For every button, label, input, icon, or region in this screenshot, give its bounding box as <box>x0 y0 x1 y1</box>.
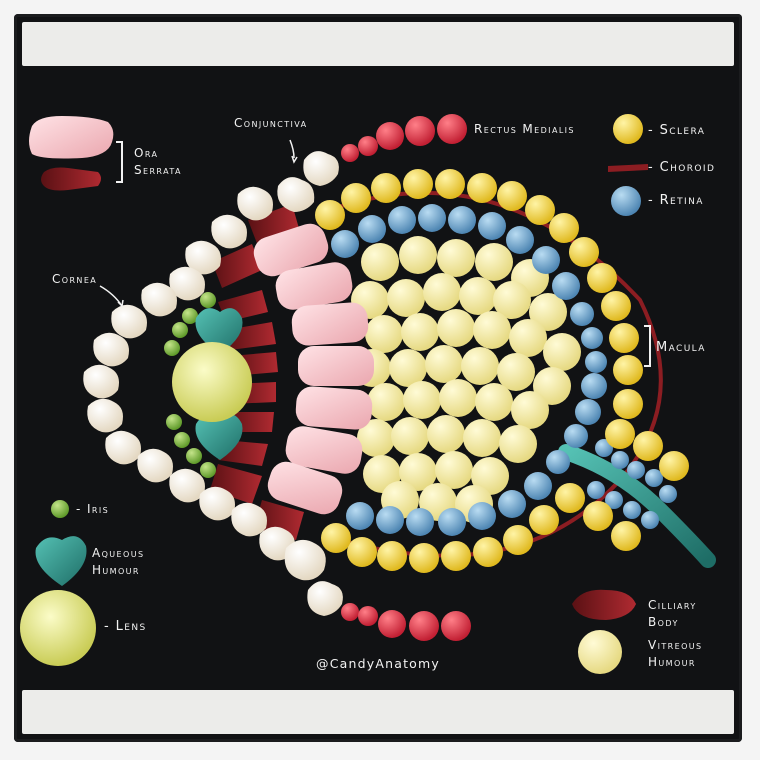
sclera-group <box>315 169 689 573</box>
ora-serrata-label-line2: Serrata <box>134 163 182 177</box>
ciliary-body-label-line2: Body <box>648 615 679 629</box>
ciliary-body-label-line1: Cilliary <box>648 598 697 612</box>
iris-label: - Iris <box>76 502 110 516</box>
conjunctiva-arrow <box>289 139 295 159</box>
choroid-legend-candy <box>608 164 648 172</box>
iris-group <box>164 292 216 478</box>
rectus-medialis-label: Rectus Medialis <box>474 122 575 136</box>
sclera-legend-candy <box>613 114 643 144</box>
vitreous-humour-label-line1: Vitreous <box>648 638 703 652</box>
conjunctiva-arrow-head <box>291 155 298 164</box>
ora-serrata-label-line1: Ora <box>134 146 159 160</box>
rectus-medialis-top <box>341 114 467 162</box>
choroid-label: - Choroid <box>648 160 716 175</box>
cornea-group <box>83 151 343 616</box>
retina-group <box>331 204 677 536</box>
aqueous-label-line1: Aqueous <box>92 546 145 560</box>
lens-legend-candy <box>20 590 96 666</box>
lens-label: - Lens <box>104 619 147 634</box>
ora-serrata-bracket <box>116 141 123 183</box>
pink-marshmallows-group <box>253 223 374 515</box>
sclera-label: - Sclera <box>648 123 706 138</box>
cornea-arrow-head <box>117 299 124 308</box>
lens-candy <box>172 342 252 422</box>
macula-bracket <box>644 325 651 367</box>
bottom-white-strip <box>22 690 734 734</box>
vitreous-humour-group <box>351 236 581 523</box>
vitreous-legend-candy <box>578 630 622 674</box>
top-white-strip <box>22 22 734 66</box>
conjunctiva-label: Conjunctiva <box>234 116 308 130</box>
retina-legend-candy <box>611 186 641 216</box>
optic-nerve-candy <box>558 444 716 568</box>
aqueous-heart-bottom <box>195 414 243 460</box>
macula-label: Macula <box>656 340 706 355</box>
iris-legend-candy <box>51 500 69 518</box>
retina-label: - Retina <box>648 193 704 208</box>
aqueous-label-line2: Humour <box>92 563 140 577</box>
rectus-medialis-bottom <box>341 603 471 641</box>
ciliary-body-legend-candy <box>572 589 636 620</box>
ora-serrata-marshmallow <box>29 116 114 159</box>
credit-handle: @CandyAnatomy <box>316 656 440 671</box>
aqueous-legend-candy <box>35 536 87 586</box>
vitreous-humour-label-line2: Humour <box>648 655 696 669</box>
ora-serrata-jelly <box>41 167 101 191</box>
cornea-label: Cornea <box>52 272 98 286</box>
